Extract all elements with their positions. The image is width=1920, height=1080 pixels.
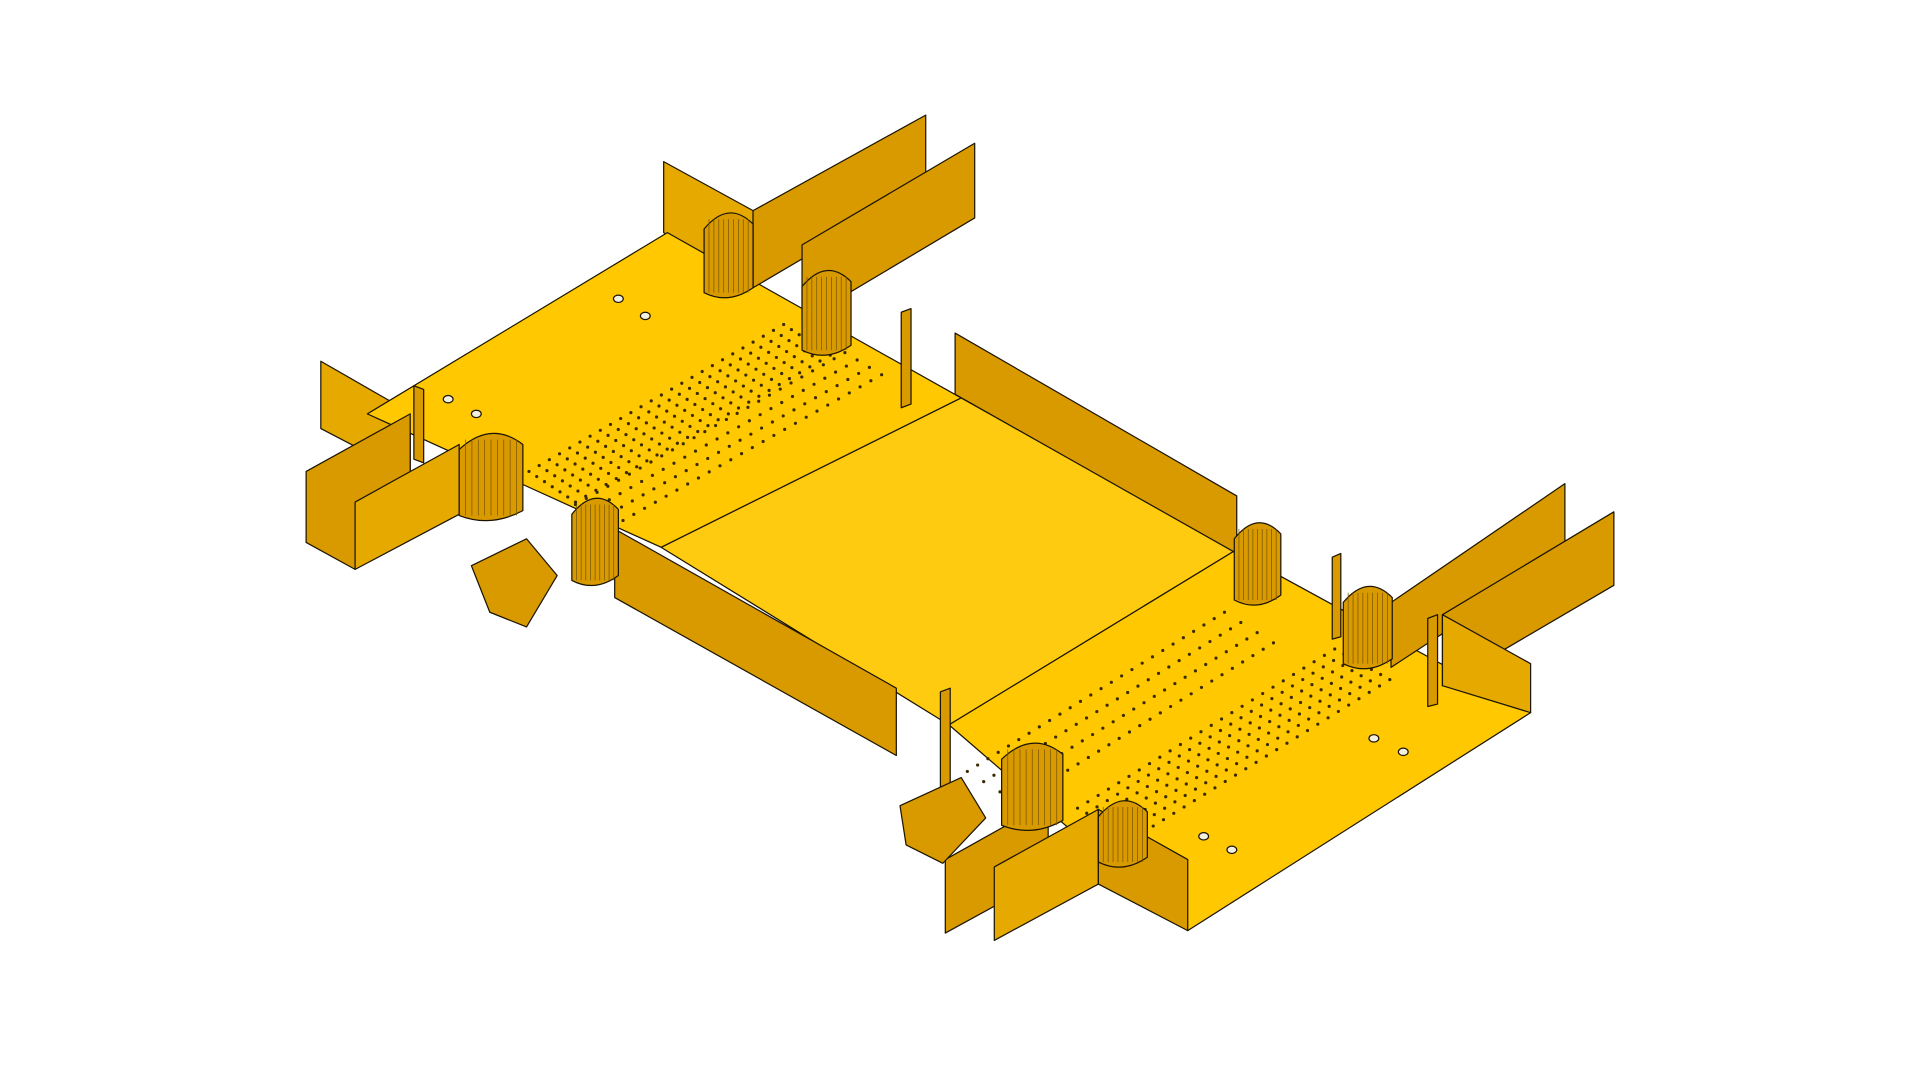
nut-icon	[1226, 845, 1238, 855]
nut-icon	[1397, 747, 1409, 757]
nut-icon	[1368, 734, 1380, 743]
corner-guard-2	[801, 269, 852, 356]
bend-ladder-left	[470, 538, 558, 628]
bend-ladder-right	[899, 776, 987, 864]
post-5	[1427, 614, 1439, 708]
corner-guard-7	[1001, 742, 1064, 831]
corner-guard-1	[703, 212, 754, 299]
nut-icon	[639, 311, 651, 321]
post-1	[900, 307, 912, 409]
right-end-wall	[1441, 614, 1532, 714]
corner-guard-6	[1342, 585, 1393, 670]
nut-icon	[1198, 832, 1210, 841]
corner-guard-8	[1097, 800, 1148, 868]
post-4	[1331, 552, 1342, 640]
post-3	[939, 687, 951, 788]
corner-guard-3	[458, 432, 524, 522]
corner-guard-4	[571, 497, 619, 587]
post-2	[413, 385, 425, 464]
nut-icon	[612, 294, 624, 304]
perforation-left-2	[573, 351, 884, 529]
nut-icon	[470, 409, 482, 419]
corner-guard-5	[1233, 522, 1282, 606]
perforation-left	[527, 322, 832, 504]
nut-icon	[442, 394, 454, 404]
